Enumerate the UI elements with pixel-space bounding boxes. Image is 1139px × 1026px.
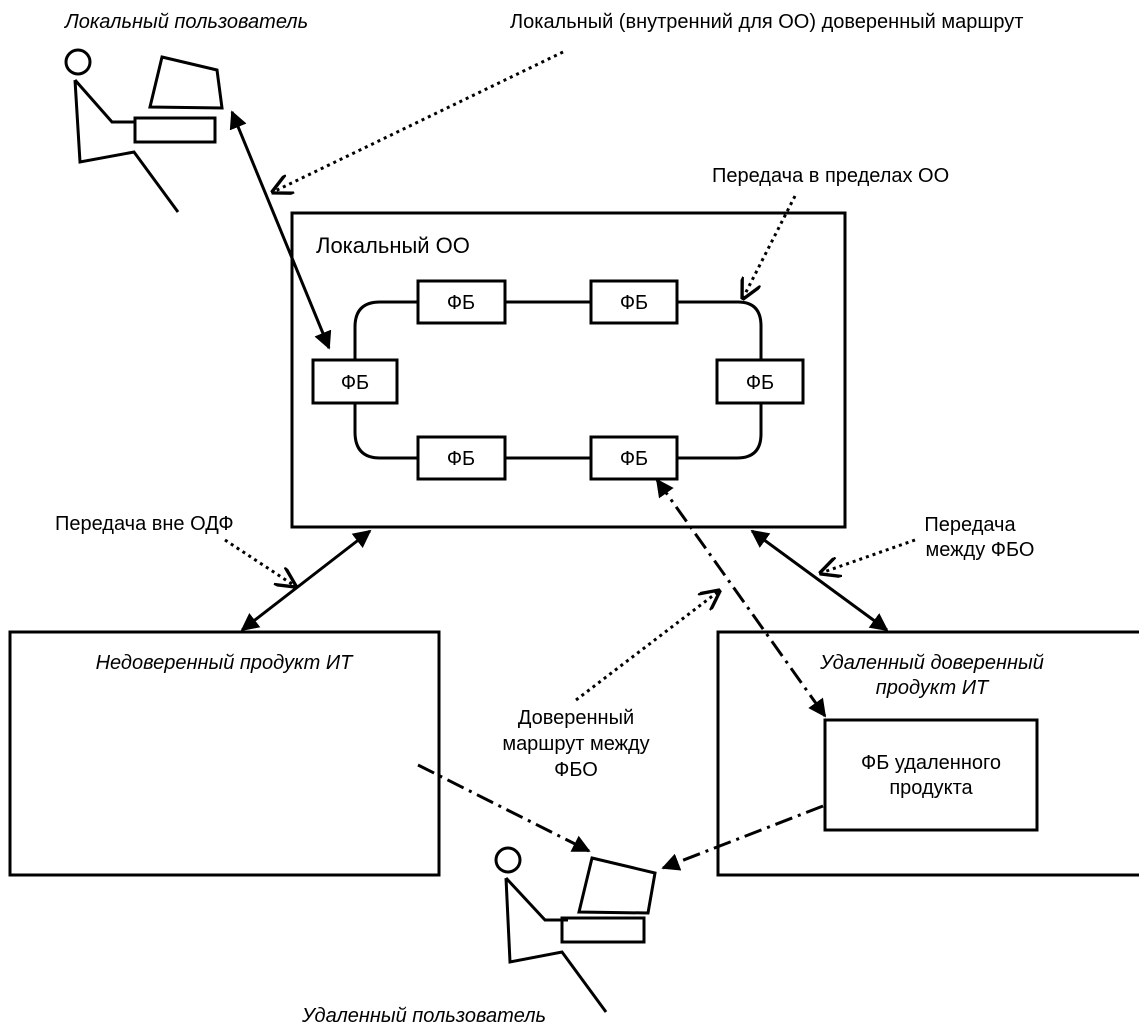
fb-block: ФБ bbox=[589, 279, 679, 325]
remote-trusted-it-product-box bbox=[716, 630, 1139, 877]
trusted-path-pointer bbox=[575, 591, 719, 702]
tsf-link bbox=[750, 529, 889, 632]
remote-trusted-it-label-line2: продукт ИТ bbox=[876, 677, 990, 699]
fb-block: ФБ bbox=[416, 435, 507, 481]
transfer-between-tsf-line2: между ФБО bbox=[926, 539, 1035, 561]
local-user-label: Локальный пользователь bbox=[63, 11, 308, 33]
remote-fb-to-remote-user-link bbox=[661, 804, 824, 871]
untrusted-link bbox=[240, 529, 372, 632]
local-user-link bbox=[229, 110, 332, 350]
local-user-icon bbox=[64, 48, 224, 213]
svg-text:ФБ: ФБ bbox=[620, 448, 648, 470]
local-toe-box bbox=[290, 211, 847, 529]
local-trusted-path-pointer bbox=[273, 50, 564, 192]
trusted-path-link bbox=[655, 478, 827, 718]
fb-block: ФБ bbox=[715, 358, 805, 405]
trusted-path-label-line3: ФБО bbox=[554, 759, 598, 781]
local-trusted-path-label: Локальный (внутренний для ОО) доверенный… bbox=[510, 11, 1023, 33]
transfer-between-tsf-line1: Передача bbox=[924, 514, 1016, 536]
trusted-path-label-line2: маршрут между bbox=[502, 733, 649, 755]
fb-block: ФБ bbox=[311, 358, 399, 405]
transfer-outside-tsc-pointer bbox=[224, 538, 295, 586]
svg-text:ФБ: ФБ bbox=[620, 292, 648, 314]
remote-fb-label-line2: продукта bbox=[889, 777, 973, 799]
remote-user-icon bbox=[494, 846, 657, 1013]
svg-text:ФБ: ФБ bbox=[341, 372, 369, 394]
fb-block: ФБ bbox=[416, 279, 507, 325]
svg-text:ФБ: ФБ bbox=[447, 292, 475, 314]
trusted-path-label-line1: Доверенный bbox=[518, 707, 634, 729]
remote-fb-box bbox=[823, 718, 1039, 832]
fb-block: ФБ bbox=[589, 435, 679, 481]
transfer-outside-tsc-label: Передача вне ОДФ bbox=[55, 513, 234, 535]
remote-user-label: Удаленный пользователь bbox=[301, 1005, 546, 1026]
untrusted-it-product-box bbox=[8, 630, 441, 877]
local-toe-title: Локальный ОО bbox=[316, 233, 470, 258]
untrusted-it-product-label: Недоверенный продукт ИТ bbox=[96, 652, 355, 674]
svg-text:ФБ: ФБ bbox=[447, 448, 475, 470]
svg-text:ФБ: ФБ bbox=[746, 372, 774, 394]
transfer-within-toe-label: Передача в пределах ОО bbox=[712, 165, 949, 187]
transfer-between-tsf-pointer bbox=[821, 538, 916, 573]
transfer-within-toe-pointer bbox=[743, 195, 797, 298]
internal-ring bbox=[353, 300, 763, 460]
remote-fb-label-line1: ФБ удаленного bbox=[861, 752, 1001, 774]
remote-trusted-it-label-line1: Удаленный доверенный bbox=[819, 652, 1044, 674]
